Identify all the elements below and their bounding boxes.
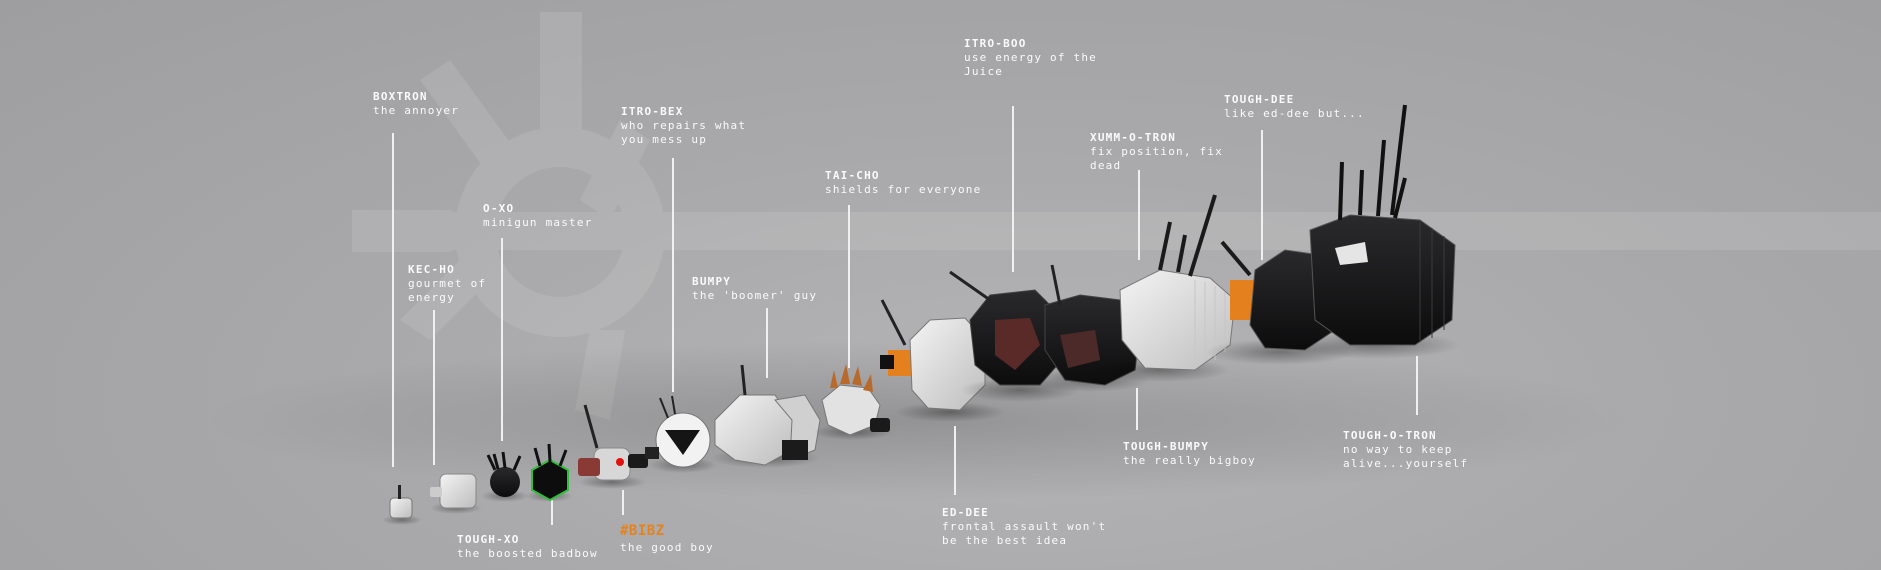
robot-desc: shields for everyone (825, 183, 982, 196)
robot-desc: the good boy (620, 541, 714, 554)
robot-desc: the really bigboy (1123, 454, 1256, 467)
robot-name: #BIBZ (620, 523, 665, 539)
robot-desc: gourmet of energy (408, 277, 487, 304)
robot-name: KEC-HO (408, 263, 455, 276)
label-boxtron: BOXTRON the annoyer (373, 90, 459, 118)
robot-kecho (430, 473, 482, 514)
robot-oxo (481, 451, 529, 502)
label-toughotron: TOUGH-O-TRON no way to keep alive...your… (1343, 429, 1473, 471)
label-itroboo: ITRO-BOO use energy of the Juice (964, 37, 1114, 79)
label-xummotron: XUMM-O-TRON fix position, fix dead (1090, 131, 1230, 173)
robot-desc: no way to keep alive...yourself (1343, 443, 1469, 470)
robot-name: ITRO-BOO (964, 37, 1027, 50)
robot-name: TOUGH-XO (457, 533, 520, 546)
label-itrobex: ITRO-BEX who repairs what you mess up (621, 105, 761, 147)
robot-desc: like ed-dee but... (1224, 107, 1365, 120)
robot-desc: frontal assault won't be the best idea (942, 520, 1107, 547)
robot-desc: the annoyer (373, 104, 460, 117)
robot-name: TOUGH-O-TRON (1343, 429, 1437, 442)
robot-name: ED-DEE (942, 506, 989, 519)
label-taicho: TAI-CHO shields for everyone (825, 169, 981, 197)
label-kecho: KEC-HO gourmet of energy (408, 263, 498, 305)
robot-name: TAI-CHO (825, 169, 880, 182)
robot-desc: minigun master (483, 216, 593, 229)
robot-desc: who repairs what you mess up (621, 119, 747, 146)
robot-name: BOXTRON (373, 90, 428, 103)
robot-desc: the 'boomer' guy (692, 289, 818, 302)
robots (382, 104, 1460, 525)
robot-desc: use energy of the Juice (964, 51, 1097, 78)
robot-desc: fix position, fix dead (1090, 145, 1223, 172)
label-eddee: ED-DEE frontal assault won't be the best… (942, 506, 1117, 548)
robot-bibz (578, 404, 648, 489)
label-bumpy: BUMPY the 'boomer' guy (692, 275, 817, 303)
label-bibz: #BIBZ the good boy (620, 524, 714, 555)
robot-bumpy (710, 364, 821, 468)
robot-toughxo (525, 443, 573, 502)
robot-name: TOUGH-BUMPY (1123, 440, 1210, 453)
robot-name: ITRO-BEX (621, 105, 684, 118)
robot-itrobex (645, 395, 717, 473)
robot-boxtron (382, 485, 422, 525)
robot-name: TOUGH-DEE (1224, 93, 1295, 106)
label-toughdee: TOUGH-DEE like ed-dee but... (1224, 93, 1365, 121)
robot-itroboo (949, 270, 1080, 402)
robot-xummotron (1090, 194, 1236, 382)
robot-name: BUMPY (692, 275, 732, 288)
label-toughbumpy: TOUGH-BUMPY the really bigboy (1123, 440, 1256, 468)
robot-name: O-XO (483, 202, 515, 215)
robot-desc: the boosted badbow (457, 547, 598, 560)
robot-name: XUMM-O-TRON (1090, 131, 1177, 144)
label-toughxo: TOUGH-XO the boosted badbow (457, 533, 598, 561)
label-oxo: O-XO minigun master (483, 202, 593, 230)
leader-lines (392, 106, 1418, 525)
robot-toughotron (1290, 104, 1460, 359)
robot-taicho (813, 364, 893, 440)
